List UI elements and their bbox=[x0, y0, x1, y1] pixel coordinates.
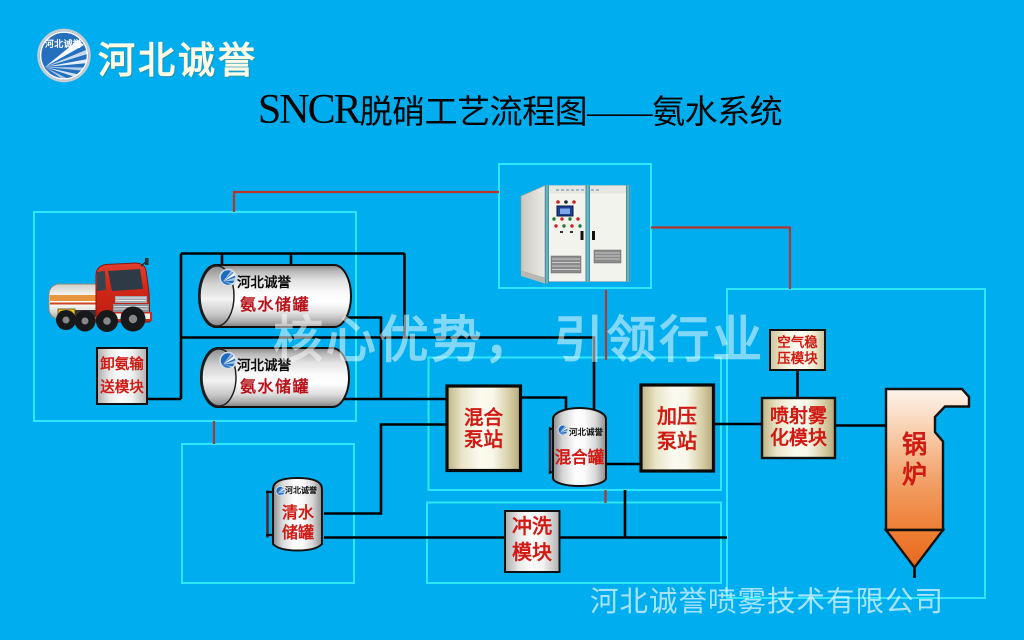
svg-text:河北诚誉: 河北诚誉 bbox=[45, 38, 83, 49]
